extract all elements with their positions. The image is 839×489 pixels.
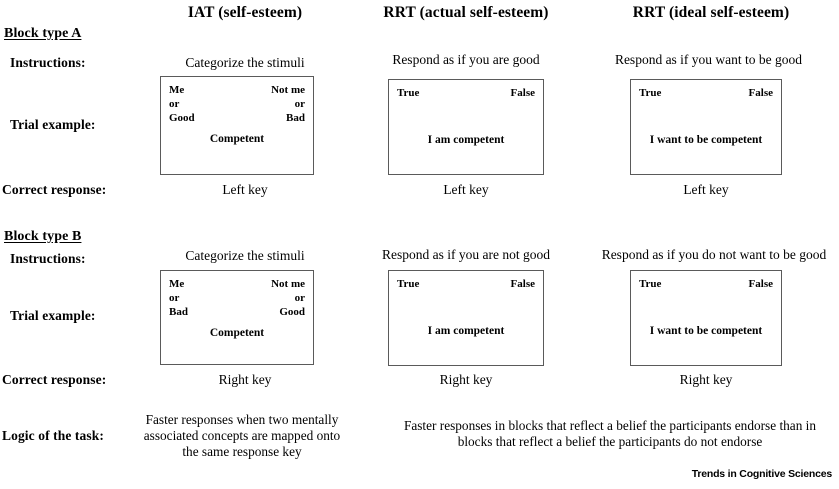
trial-box-b-rrt-actual-right-label: False (510, 278, 535, 290)
row-label-correct-response-a: Correct response: (2, 182, 107, 197)
trial-box-a-iat-stimulus: Competent (209, 133, 265, 145)
correct-response-a-rrt-actual: Left key (443, 182, 489, 197)
trial-box-b-rrt-actual-left-label: True (397, 278, 420, 290)
row-label-logic: Logic of the task: (2, 428, 104, 443)
trial-box-b-rrt-ideal: True False I want to be competent (630, 270, 782, 366)
trial-box-b-iat-right-label: Not me or Good (271, 278, 305, 319)
trial-box-a-rrt-actual: True False I am competent (388, 79, 544, 175)
trial-box-a-rrt-actual-stimulus: I am competent (427, 134, 505, 146)
trial-box-a-rrt-ideal-stimulus: I want to be competent (649, 134, 763, 146)
trial-box-b-rrt-ideal-stimulus: I want to be competent (649, 325, 763, 337)
column-header-rrt-actual: RRT (actual self-esteem) (383, 4, 549, 21)
logic-text-rrt: Faster responses in blocks that reflect … (403, 418, 817, 450)
trial-box-b-rrt-ideal-left-label: True (639, 278, 662, 290)
trial-box-a-iat-right-label: Not me or Bad (271, 84, 305, 125)
correct-response-b-iat: Right key (218, 372, 272, 387)
trial-box-a-iat: Me or Good Not me or Bad Competent (160, 76, 314, 175)
row-label-trial-example-b: Trial example: (10, 308, 96, 323)
trial-box-a-rrt-actual-right-label: False (510, 87, 535, 99)
block-title-a: Block type A (4, 26, 82, 41)
trial-box-b-iat-left-label: Me or Bad (169, 278, 188, 319)
row-label-correct-response-b: Correct response: (2, 372, 107, 387)
journal-brand-footer: Trends in Cognitive Sciences (691, 468, 832, 480)
trial-box-a-rrt-ideal: True False I want to be competent (630, 79, 782, 175)
row-label-instructions-a: Instructions: (10, 55, 86, 70)
instructions-a-rrt-actual: Respond as if you are good (392, 52, 540, 67)
trial-box-a-rrt-actual-left-label: True (397, 87, 420, 99)
correct-response-a-rrt-ideal: Left key (683, 182, 729, 197)
row-label-trial-example-a: Trial example: (10, 117, 96, 132)
instructions-a-iat: Categorize the stimuli (185, 55, 305, 70)
instructions-a-rrt-ideal: Respond as if you want to be good (614, 52, 803, 67)
correct-response-b-rrt-ideal: Right key (679, 372, 733, 387)
column-header-rrt-ideal: RRT (ideal self-esteem) (632, 4, 790, 21)
trial-box-a-rrt-ideal-right-label: False (748, 87, 773, 99)
trial-box-b-rrt-ideal-right-label: False (748, 278, 773, 290)
trial-box-b-iat: Me or Bad Not me or Good Competent (160, 270, 314, 365)
trial-box-a-rrt-ideal-left-label: True (639, 87, 662, 99)
correct-response-a-iat: Left key (222, 182, 268, 197)
trial-box-b-rrt-actual-stimulus: I am competent (427, 325, 505, 337)
instructions-b-iat: Categorize the stimuli (185, 248, 305, 263)
trial-box-b-rrt-actual: True False I am competent (388, 270, 544, 366)
trial-box-a-iat-left-label: Me or Good (169, 84, 195, 125)
instructions-b-rrt-ideal: Respond as if you do not want to be good (601, 247, 827, 262)
row-label-instructions-b: Instructions: (10, 251, 86, 266)
logic-text-iat: Faster responses when two mentally assoc… (143, 412, 341, 460)
instructions-b-rrt-actual: Respond as if you are not good (382, 247, 550, 262)
trial-box-b-iat-stimulus: Competent (209, 327, 265, 339)
correct-response-b-rrt-actual: Right key (439, 372, 493, 387)
block-title-b: Block type B (4, 229, 82, 244)
column-header-iat: IAT (self-esteem) (187, 4, 303, 21)
